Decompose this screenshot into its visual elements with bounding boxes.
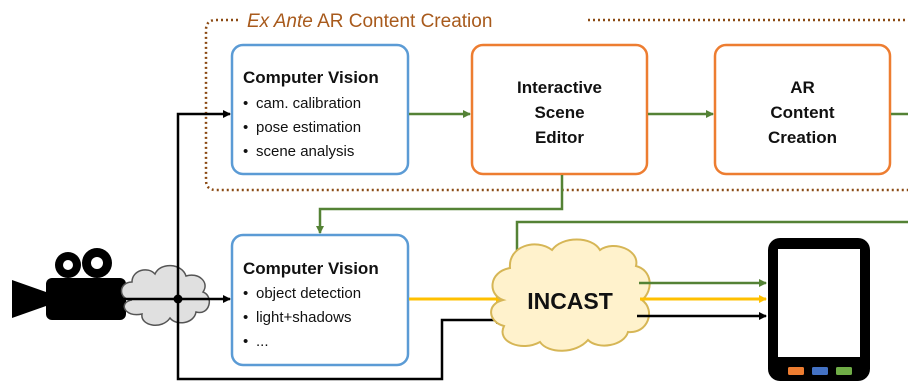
cloud-icon [120, 264, 211, 326]
scene-editor-line-1: Interactive [517, 78, 602, 97]
video-camera-icon [12, 248, 126, 320]
cv-bottom-bullet: • [243, 333, 248, 350]
tablet-icon [768, 238, 870, 381]
cv-top-bullet: • [243, 143, 248, 160]
scene-editor-box [470, 43, 649, 176]
ex-ante-group-border [204, 18, 908, 192]
ex-ante-group-label: Ex Ante AR Content Creation [247, 11, 492, 32]
ar-content-line-3: Creation [768, 128, 837, 147]
cv-top-item-scene: scene analysis [256, 143, 354, 160]
cv-calibration-box [230, 43, 410, 176]
scene-editor-line-2: Scene [534, 103, 584, 122]
cv-bottom-item-more: ... [256, 333, 269, 350]
cv-top-bullet: • [243, 119, 248, 136]
ar-content-box [713, 43, 892, 176]
cv-bottom-item-detection: object detection [256, 285, 361, 302]
cv-top-item-pose: pose estimation [256, 119, 361, 136]
cv-bottom-item-light: light+shadows [256, 309, 351, 326]
cv-detection-box [230, 233, 410, 367]
cv-bottom-title: Computer Vision [243, 259, 379, 278]
cv-bottom-bullet: • [243, 285, 248, 302]
cv-top-item-calibration: cam. calibration [256, 95, 361, 112]
cv-bottom-bullet: • [243, 309, 248, 326]
arrow-editor-to-cv-bottom [316, 175, 564, 234]
ar-content-line-1: AR [790, 78, 815, 97]
incast-label: INCAST [527, 288, 613, 314]
camera-feed-lines [124, 110, 504, 381]
cv-top-bullet: • [243, 95, 248, 112]
scene-editor-line-3: Editor [535, 128, 584, 147]
cv-top-title: Computer Vision [243, 68, 379, 87]
ar-content-line-2: Content [770, 103, 835, 122]
